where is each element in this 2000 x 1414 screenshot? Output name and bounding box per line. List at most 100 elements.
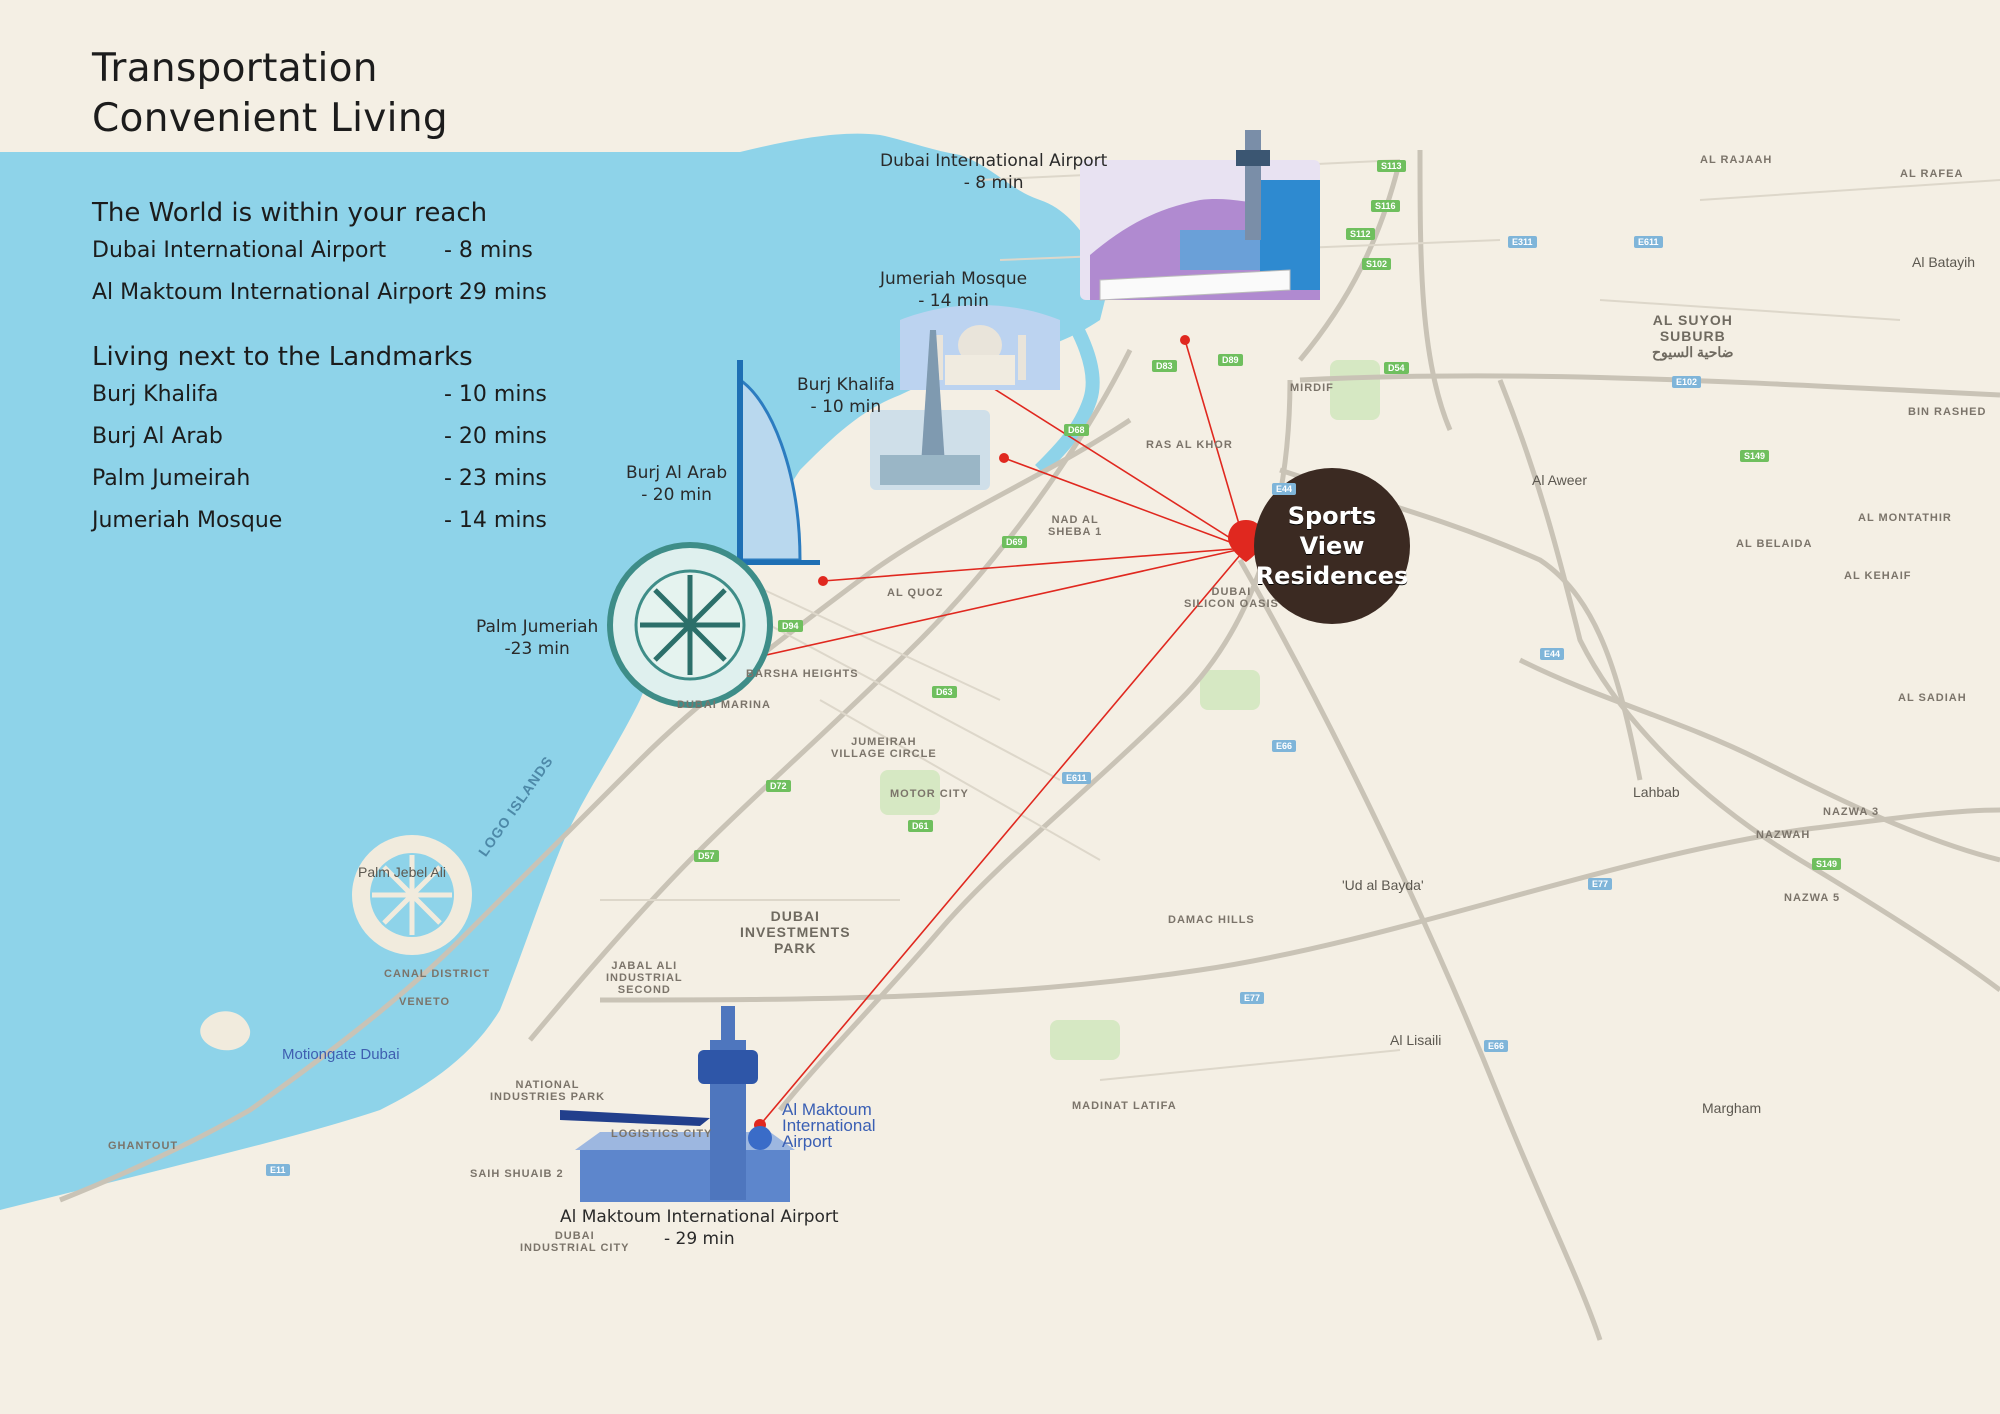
area-text: JUMEIRAH	[851, 736, 917, 748]
area-text: INVESTMENTS	[740, 924, 851, 940]
section-landmarks-heading: Living next to the Landmarks	[92, 342, 473, 372]
road-badge: E611	[1062, 772, 1091, 784]
al-maktoum-airport-illustration	[560, 1006, 795, 1202]
destination-name: Burj Al Arab	[92, 424, 223, 449]
place-label: 'Ud al Bayda'	[1342, 877, 1424, 893]
road-badge: E44	[1272, 483, 1297, 495]
project-name-line3: Residences	[1255, 562, 1409, 590]
label-khalifa: Burj Khalifa- 10 min	[797, 374, 895, 418]
road-badge: E102	[1672, 376, 1702, 388]
label-arab: Burj Al Arab- 20 min	[626, 462, 727, 506]
road-e44-north	[1298, 159, 1403, 362]
area-text: INDUSTRIAL CITY	[520, 1242, 630, 1254]
road-badge: D72	[766, 780, 791, 792]
area-text: NATIONAL	[515, 1079, 580, 1091]
travel-time: - 20 mins	[444, 424, 547, 449]
road-badge: E66	[1484, 1040, 1509, 1052]
park	[880, 770, 940, 815]
area-label: NAZWA 3	[1823, 806, 1880, 818]
destination-name: Burj Khalifa	[92, 382, 219, 407]
label-khalifa-time: - 10 min	[810, 397, 882, 417]
road-e66	[1237, 558, 1603, 1341]
area-label: MIRDIF	[1290, 382, 1334, 394]
travel-time: - 14 mins	[444, 508, 547, 533]
area-label: AL SADIAH	[1898, 692, 1967, 704]
destination-name: Al Maktoum International Airport	[92, 280, 453, 305]
road-badge: E66	[1272, 740, 1297, 752]
label-dwc: Al Maktoum International Airport- 29 min	[560, 1206, 839, 1250]
road-e311	[528, 348, 1133, 1042]
info-panel: Transportation Convenient Living The Wor…	[92, 44, 547, 533]
place-label: Palm Jebel Ali	[358, 864, 446, 880]
label-mosque: Jumeriah Mosque- 14 min	[880, 268, 1027, 312]
area-label: AL RAFEA	[1900, 168, 1964, 180]
place-label: Al Lisaili	[1390, 1032, 1442, 1048]
road-east-mirdif	[1497, 379, 2000, 993]
list-item: Jumeriah Mosque - 14 mins	[92, 500, 547, 542]
road-badge: D57	[694, 850, 719, 862]
route-lines	[734, 339, 1247, 1126]
section-landmarks: Living next to the Landmarks Burj Khalif…	[92, 340, 547, 542]
area-text: DUBAI	[554, 1230, 595, 1242]
dxb-airport-illustration	[1080, 130, 1320, 301]
road-badge: D54	[1384, 362, 1409, 374]
page-title-line2: Convenient Living	[92, 96, 448, 141]
al-maktoum-line: International	[782, 1116, 876, 1135]
area-text: INDUSTRIAL	[606, 972, 683, 984]
area-label: DUBAI MARINA	[677, 699, 771, 711]
road-lahbab	[1518, 657, 2000, 863]
burj-khalifa-illustration	[870, 330, 990, 490]
area-text: VILLAGE CIRCLE	[831, 748, 937, 760]
area-label: DAMAC HILLS	[1168, 914, 1255, 926]
list-item: Burj Khalifa - 10 mins	[92, 374, 547, 416]
area-text: PARK	[773, 940, 817, 956]
label-dxb-name: Dubai International Airport	[880, 151, 1108, 171]
area-label: LOGISTICS CITY	[611, 1128, 713, 1140]
list-item: Dubai International Airport- 8 mins	[92, 230, 547, 272]
al-maktoum-line: Al Maktoum	[782, 1100, 872, 1119]
label-arab-name: Burj Al Arab	[626, 463, 728, 483]
road-badge: D61	[908, 820, 933, 832]
palm-jumeirah-illustration	[607, 542, 773, 708]
label-dwc-name: Al Maktoum International Airport	[560, 1207, 839, 1227]
road-badge: E44	[1540, 648, 1565, 660]
label-palm: Palm Jumeriah-23 min	[476, 616, 598, 660]
travel-time: - 8 mins	[444, 238, 533, 263]
area-label: AL BELAIDA	[1736, 538, 1813, 550]
label-mosque-name: Jumeriah Mosque	[880, 269, 1028, 289]
area-text: SECOND	[617, 984, 671, 996]
area-label: AL KEHAIF	[1844, 570, 1912, 582]
travel-time: - 10 mins	[444, 382, 547, 407]
project-name-line2: View	[1299, 532, 1365, 560]
road-badge: S102	[1362, 258, 1392, 270]
area-text: AL SUYOH	[1652, 312, 1733, 328]
road-badge: S113	[1377, 160, 1406, 172]
area-label: MADINAT LATIFA	[1072, 1100, 1177, 1112]
road-badge: S116	[1371, 200, 1400, 212]
road-badge: S149	[1740, 450, 1770, 462]
road-badge: D83	[1152, 360, 1177, 372]
sea	[0, 133, 1110, 1211]
label-arab-time: - 20 min	[641, 485, 712, 505]
place-label: Margham	[1702, 1100, 1762, 1116]
label-palm-time: -23 min	[504, 639, 570, 659]
section-world: The World is within your reach Dubai Int…	[92, 196, 547, 314]
road-e77	[599, 807, 2000, 1003]
area-label: AL QUOZ	[887, 587, 944, 599]
area-label: MOTOR CITY	[890, 788, 969, 800]
destination-name: Jumeriah Mosque	[92, 508, 283, 533]
label-dxb: Dubai International Airport- 8 min	[880, 150, 1107, 194]
road-badge: D68	[1064, 424, 1089, 436]
place-label: Al Batayih	[1912, 254, 1976, 270]
road-badge: S112	[1346, 228, 1375, 240]
area-label: AL MONTATHIR	[1858, 512, 1952, 524]
section-world-heading: The World is within your reach	[92, 198, 488, 228]
motiongate-label[interactable]: Motiongate Dubai	[282, 1046, 400, 1063]
